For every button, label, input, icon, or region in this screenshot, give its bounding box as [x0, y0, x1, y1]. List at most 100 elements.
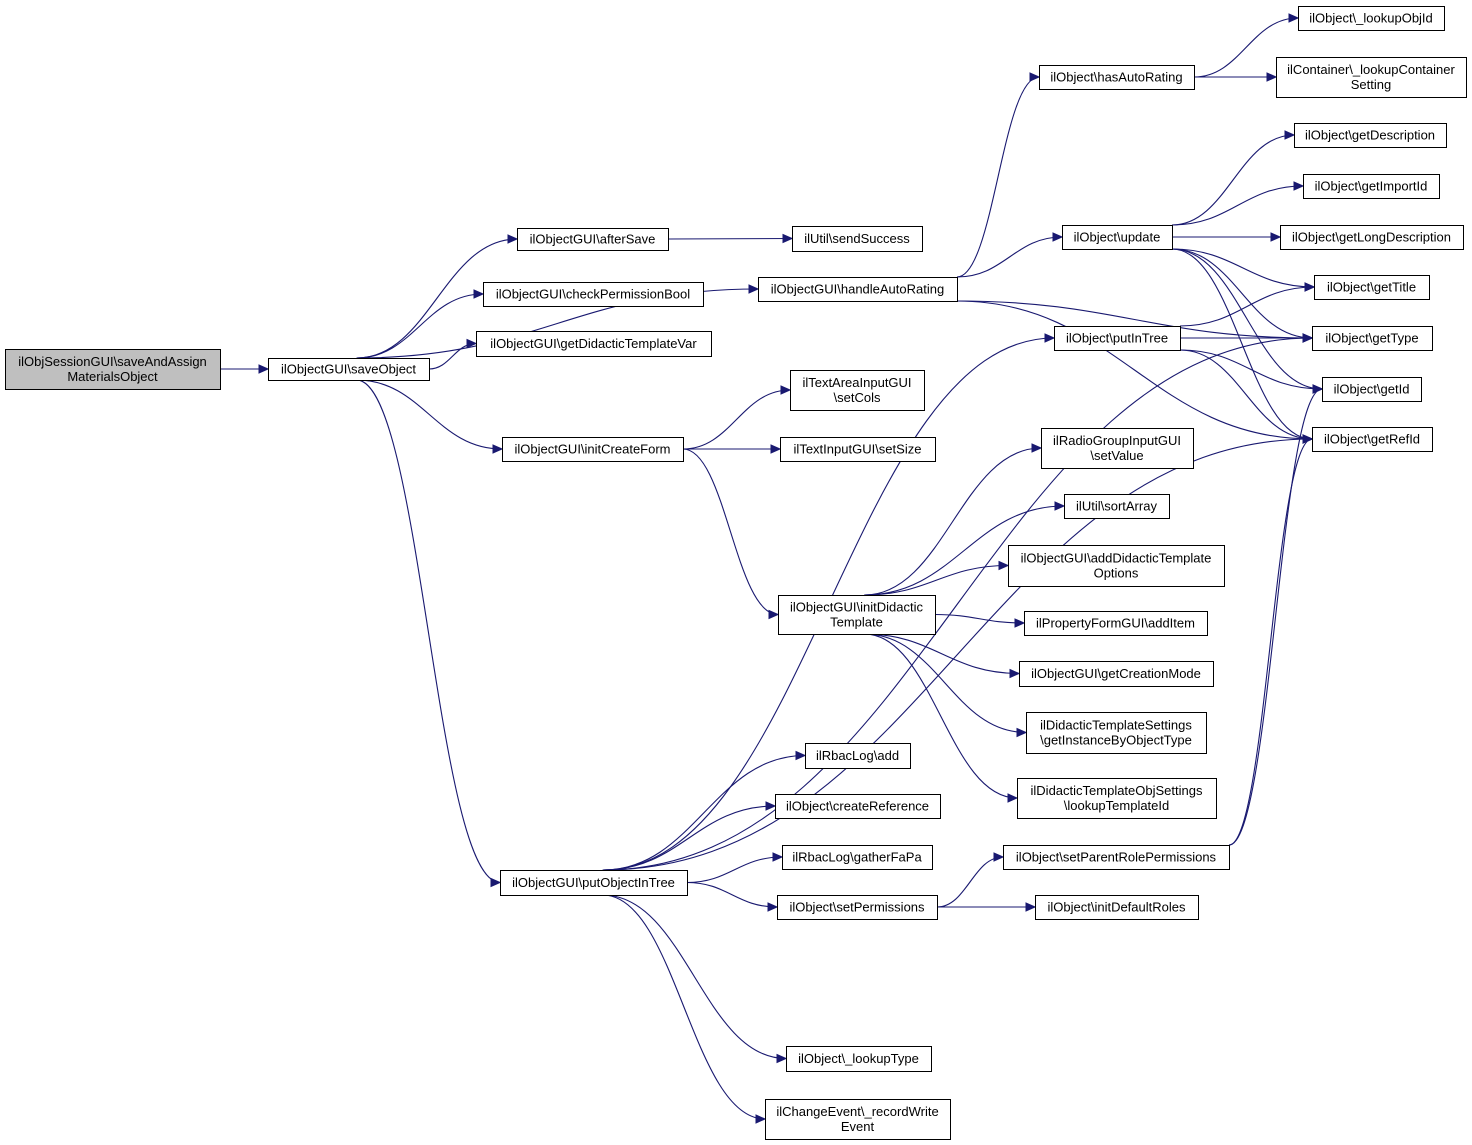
arrowhead-putInTree-to-getType — [1302, 333, 1314, 343]
node-getLongDescription[interactable]: ilObject\getLongDescription — [1280, 225, 1464, 250]
node-box — [765, 1099, 951, 1140]
node-getType[interactable]: ilObject\getType — [1312, 326, 1433, 351]
node-label: \lookupTemplateId — [1064, 798, 1170, 813]
edge-initDidacticTemplate-to-setValue — [864, 447, 1042, 596]
node-label: ilObjectGUI\putObjectInTree — [512, 875, 675, 890]
node-hasAutoRating[interactable]: ilObject\hasAutoRating — [1039, 65, 1195, 90]
node-checkPermissionBool[interactable]: ilObjectGUI\checkPermissionBool — [483, 282, 704, 307]
node-box — [476, 331, 712, 357]
arrowhead-putObjectInTree-to-lookupType — [776, 1053, 788, 1064]
edge-handleAutoRating-to-getRefId — [956, 300, 1313, 440]
node-label: ilObject\getType — [1325, 331, 1418, 346]
node-label: ilObject\getImportId — [1315, 179, 1428, 194]
arrowhead-saveObject-to-afterSave — [507, 234, 519, 244]
edge-putObjectInTree-to-lookupType — [602, 894, 787, 1060]
node-label: ilObject\setPermissions — [789, 900, 925, 915]
edge-saveObject-to-putObjectInTree — [356, 379, 501, 884]
edge-initDidacticTemplate-to-lookupTemplateId — [864, 633, 1018, 799]
node-setSize[interactable]: ilTextInputGUI\setSize — [780, 437, 936, 462]
node-label: ilContainer\_lookupContainer — [1287, 62, 1455, 77]
node-box — [500, 870, 688, 896]
node-label: ilObjectGUI\initDidactic — [790, 600, 923, 615]
node-box — [502, 437, 684, 462]
node-getRefId[interactable]: ilObject\getRefId — [1312, 427, 1433, 452]
edge-putObjectInTree-to-rbacAdd — [602, 754, 806, 871]
node-getId[interactable]: ilObject\getId — [1322, 377, 1422, 402]
node-setValue[interactable]: ilRadioGroupInputGUI\setValue — [1041, 428, 1194, 469]
arrowhead-putObjectInTree-to-recordWriteEvent — [755, 1114, 767, 1124]
node-getInstanceByObjectType[interactable]: ilDidacticTemplateSettings\getInstanceBy… — [1026, 712, 1207, 754]
node-label: ilObject\_lookupObjId — [1309, 11, 1433, 26]
node-putObjectInTree[interactable]: ilObjectGUI\putObjectInTree — [500, 870, 688, 896]
node-label: ilObject\putInTree — [1066, 331, 1168, 346]
node-box — [1312, 326, 1433, 351]
node-setPermissions[interactable]: ilObject\setPermissions — [777, 895, 938, 920]
arrowhead-saveObject-to-initCreateForm — [492, 444, 504, 454]
node-label: ilObject\hasAutoRating — [1050, 70, 1182, 85]
node-root[interactable]: ilObjSessionGUI\saveAndAssignMaterialsOb… — [5, 349, 221, 390]
node-label: Template — [830, 615, 883, 630]
node-lookupTemplateId[interactable]: ilDidacticTemplateObjSettings\lookupTemp… — [1017, 778, 1217, 819]
node-getDescription[interactable]: ilObject\getDescription — [1294, 123, 1447, 148]
node-box — [1322, 377, 1422, 402]
node-putInTree[interactable]: ilObject\putInTree — [1054, 326, 1181, 351]
edge-update-to-getTitle — [1171, 248, 1315, 288]
node-box — [1276, 57, 1467, 98]
arrowhead-initDidacticTemplate-to-setValue — [1031, 443, 1043, 453]
node-getTitle[interactable]: ilObject\getTitle — [1314, 275, 1430, 300]
node-label: ilObjectGUI\checkPermissionBool — [496, 287, 690, 302]
node-setCols[interactable]: ilTextAreaInputGUI\setCols — [790, 370, 925, 411]
node-addItem[interactable]: ilPropertyFormGUI\addItem — [1024, 611, 1208, 636]
node-createReference[interactable]: ilObject\createReference — [775, 794, 941, 819]
node-afterSave[interactable]: ilObjectGUI\afterSave — [517, 228, 669, 251]
node-label: ilObjectGUI\getCreationMode — [1031, 666, 1201, 681]
node-update[interactable]: ilObject\update — [1062, 225, 1173, 250]
node-label: ilObject\_lookupType — [798, 1051, 919, 1066]
arrowhead-setParentRolePermissions-to-getRefId — [1302, 434, 1314, 444]
node-label: ilRadioGroupInputGUI — [1053, 433, 1181, 448]
node-box — [775, 794, 941, 819]
node-lookupType[interactable]: ilObject\_lookupType — [786, 1046, 932, 1072]
node-handleAutoRating[interactable]: ilObjectGUI\handleAutoRating — [758, 277, 958, 302]
edge-putInTree-to-getId — [1179, 349, 1323, 390]
node-sortArray[interactable]: ilUtil\sortArray — [1064, 494, 1170, 519]
node-label: ilObject\getId — [1334, 382, 1410, 397]
node-label: ilObjectGUI\getDidacticTemplateVar — [490, 336, 697, 351]
edge-saveObject-to-checkPermissionBool — [356, 293, 484, 359]
node-initCreateForm[interactable]: ilObjectGUI\initCreateForm — [502, 437, 684, 462]
edge-putObjectInTree-to-setPermissions — [686, 881, 778, 908]
arrowhead-update-to-getImportId — [1293, 181, 1305, 191]
node-getDidacticTemplateVar[interactable]: ilObjectGUI\getDidacticTemplateVar — [476, 331, 712, 357]
node-label: ilUtil\sendSuccess — [804, 231, 910, 246]
arrowhead-root-to-saveObject — [258, 364, 270, 374]
node-getImportId[interactable]: ilObject\getImportId — [1303, 174, 1440, 199]
node-box — [1041, 428, 1194, 469]
node-saveObject[interactable]: ilObjectGUI\saveObject — [268, 358, 430, 381]
node-setParentRolePermissions[interactable]: ilObject\setParentRolePermissions — [1003, 845, 1230, 870]
node-getCreationMode[interactable]: ilObjectGUI\getCreationMode — [1019, 661, 1214, 687]
arrowhead-handleAutoRating-to-hasAutoRating — [1029, 72, 1041, 82]
node-box — [1312, 427, 1433, 452]
node-rbacAdd[interactable]: ilRbacLog\add — [805, 743, 911, 769]
node-box — [1280, 225, 1464, 250]
edge-update-to-getDescription — [1171, 134, 1295, 226]
node-label: ilPropertyFormGUI\addItem — [1036, 616, 1195, 631]
node-lookupObjId[interactable]: ilObject\_lookupObjId — [1298, 6, 1445, 31]
arrowhead-initCreateForm-to-setSize — [770, 444, 782, 454]
node-label: ilChangeEvent\_recordWrite — [776, 1104, 938, 1119]
node-label: ilTextAreaInputGUI — [802, 375, 911, 390]
edge-initDidacticTemplate-to-addDidacticTemplateOptions — [864, 564, 1009, 596]
edge-initCreateForm-to-initDidacticTemplate — [682, 448, 779, 616]
node-box — [758, 277, 958, 302]
edge-putObjectInTree-to-getType — [602, 337, 1313, 871]
node-gatherFaPa[interactable]: ilRbacLog\gatherFaPa — [782, 845, 933, 870]
edge-update-to-getType — [1171, 248, 1313, 339]
node-sendSuccess[interactable]: ilUtil\sendSuccess — [792, 226, 923, 252]
edge-handleAutoRating-to-getType — [956, 300, 1313, 339]
node-initDefaultRoles[interactable]: ilObject\initDefaultRoles — [1035, 895, 1199, 920]
